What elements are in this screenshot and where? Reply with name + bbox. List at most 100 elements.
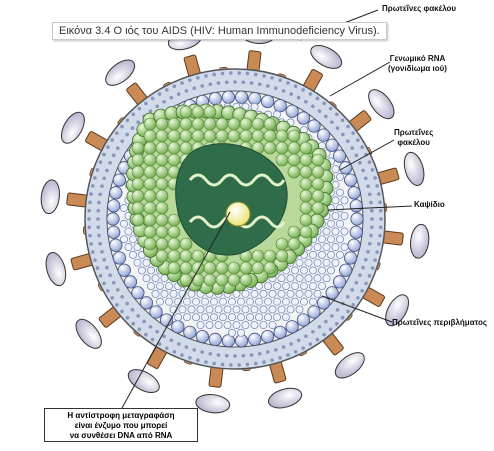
lattice-bead (237, 297, 245, 306)
lipid-head (278, 78, 282, 82)
lipid-head (369, 225, 374, 230)
lipid-head (90, 184, 95, 188)
lipid-head (334, 112, 339, 117)
capsid-bead (251, 129, 265, 143)
lattice-bead (129, 235, 137, 244)
label-envelope-proteins-mid: Πρωτεΐνες φακέλου (394, 128, 433, 148)
reverse-transcriptase-note: Η αντίστροφη μεταγραφάση είναι ένζυμο πο… (44, 408, 198, 442)
lattice-bead (228, 328, 236, 337)
matrix-bead (112, 251, 126, 265)
lattice-bead (214, 305, 223, 314)
capsid-bead (287, 129, 301, 143)
lattice-bead (237, 313, 245, 322)
lipid-head (180, 353, 184, 357)
lipid-head (144, 101, 148, 106)
lipid-head (360, 288, 364, 293)
capsid-bead (287, 225, 301, 239)
reverse-transcriptase-enzyme (225, 201, 251, 227)
lipid-head (379, 217, 383, 221)
lattice-bead (205, 321, 214, 329)
lipid-head (301, 346, 305, 350)
matrix-bead (123, 275, 138, 289)
capsid-bead (167, 237, 181, 251)
lipid-head (257, 351, 262, 356)
lattice-bead (273, 282, 281, 291)
capsid-bead (287, 165, 301, 179)
capsid-bead (167, 225, 181, 239)
lipid-head (131, 321, 136, 326)
lipid-head (233, 354, 237, 358)
glycoprotein-knob (40, 179, 61, 215)
lipid-head (311, 329, 315, 334)
matrix-bead (285, 104, 299, 118)
lipid-head (286, 81, 290, 85)
lipid-head (105, 265, 109, 270)
lipid-head (176, 342, 181, 346)
lipid-head (108, 273, 112, 278)
lipid-head (224, 353, 229, 358)
glycoprotein-knob (45, 252, 67, 287)
lattice-bead (210, 297, 218, 306)
lattice-bead (322, 274, 331, 283)
lipid-head (88, 200, 92, 205)
capsid-bead (155, 201, 169, 215)
matrix-bead (307, 305, 321, 319)
lipid-head (110, 296, 114, 300)
capsid-bead (191, 129, 205, 143)
lipid-head (220, 71, 225, 76)
lipid-head (96, 217, 100, 221)
lipid-head (370, 266, 375, 270)
matrix-bead (344, 173, 358, 187)
lipid-head (335, 308, 340, 312)
matrix-bead (139, 296, 154, 310)
lattice-bead (318, 250, 326, 259)
lipid-head (120, 295, 125, 299)
capsid-bead (143, 225, 157, 239)
capsid-bead (275, 249, 289, 263)
lipid-head (142, 319, 146, 324)
capsid-bead (131, 177, 145, 191)
matrix-bead (261, 329, 275, 344)
matrix-bead (208, 332, 222, 346)
lipid-head (220, 362, 225, 367)
lattice-bead (318, 266, 326, 275)
capsid-bead (131, 189, 145, 203)
lipid-head (265, 84, 270, 88)
lattice-bead (264, 282, 272, 291)
capsid-bead (179, 117, 193, 131)
lipid-head (366, 184, 370, 189)
lipid-head (378, 200, 382, 205)
lipid-head (111, 153, 116, 158)
lattice-bead (295, 274, 304, 283)
lipid-head (110, 138, 114, 142)
capsid-bead (155, 189, 169, 203)
lipid-head (356, 296, 360, 300)
lipid-head (180, 81, 184, 85)
lattice-bead (133, 258, 142, 267)
lipid-head (165, 88, 169, 92)
lipid-head (98, 192, 103, 197)
lipid-head (229, 363, 233, 367)
lipid-head (356, 138, 360, 142)
capsid-bead (299, 201, 313, 215)
lattice-bead (291, 266, 299, 275)
label-envelope-proteins-mid-line1: Πρωτεΐνες (394, 128, 434, 137)
lattice-bead (250, 321, 259, 329)
lattice-bead (241, 289, 250, 298)
lattice-bead (277, 289, 286, 298)
capsid-bead (299, 225, 313, 239)
matrix-bead (106, 212, 120, 226)
capsid-bead (191, 117, 205, 131)
lattice-bead (300, 266, 308, 275)
lattice-bead (124, 227, 133, 236)
lipid-head (98, 274, 103, 278)
lattice-bead (120, 235, 128, 244)
lipid-head (350, 146, 355, 150)
capsid-bead (287, 141, 301, 155)
lipid-head (378, 225, 383, 230)
lipid-head (90, 250, 95, 254)
matrix-bead (131, 286, 145, 300)
lipid-head (208, 82, 213, 87)
capsid-bead (155, 165, 169, 179)
capsid-bead (203, 129, 217, 143)
